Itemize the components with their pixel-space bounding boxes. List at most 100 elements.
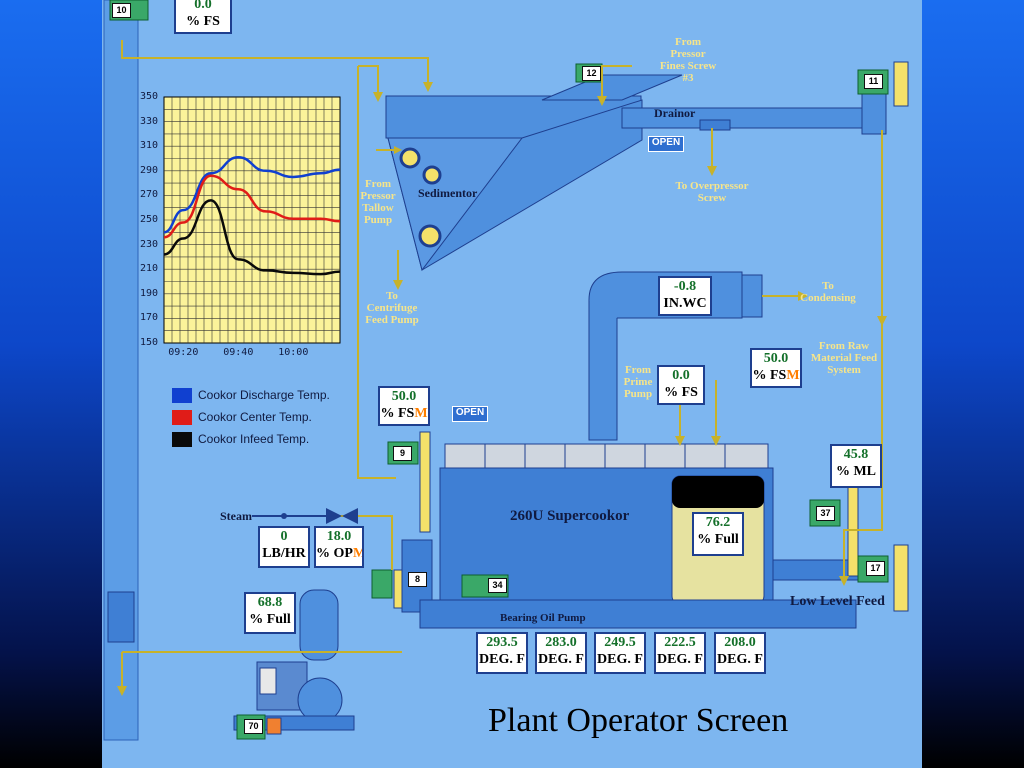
y-tick-label: 210 bbox=[140, 263, 159, 275]
top-fs-unit: % FS bbox=[186, 14, 220, 29]
temp-1-unit: DEG. F bbox=[479, 652, 525, 667]
chart-lines bbox=[163, 156, 341, 276]
temp-2-unit: DEG. F bbox=[538, 652, 584, 667]
raw-fs-unit-line: % FSM bbox=[752, 367, 800, 384]
legend-center: Cookor Center Temp. bbox=[172, 410, 312, 426]
steam-flow-value: 0 bbox=[280, 529, 288, 544]
temp-5-value: 208.0 bbox=[724, 635, 756, 650]
equipment-tag-12[interactable]: 12 bbox=[582, 66, 601, 81]
flow-arrows bbox=[117, 82, 887, 696]
pump-gauge bbox=[259, 667, 277, 695]
legend-swatch-blue bbox=[172, 388, 192, 404]
label-drainor: Drainor bbox=[654, 106, 696, 120]
label-sedimentor: Sedimentor bbox=[418, 186, 478, 200]
readout-tank-level[interactable]: 68.8 % Full bbox=[244, 592, 296, 634]
raw-fs-unit: % FS bbox=[752, 368, 787, 383]
inwc-unit: IN.WC bbox=[663, 296, 707, 311]
label-steam: Steam bbox=[220, 509, 252, 523]
steam-valve-right bbox=[342, 508, 358, 524]
temp-1-value: 293.5 bbox=[486, 635, 518, 650]
y-tick-label: 170 bbox=[140, 312, 159, 324]
raw-fs-value: 50.0 bbox=[763, 351, 789, 366]
readout-steam-flow[interactable]: 0 LB/HR bbox=[258, 526, 310, 568]
exhaust-end bbox=[741, 274, 763, 318]
temp-readout-4[interactable]: 222.5 DEG. F bbox=[654, 632, 706, 674]
legend-swatch-black bbox=[172, 432, 192, 448]
legend-swatch-red bbox=[172, 410, 192, 426]
temp-5-unit: DEG. F bbox=[717, 652, 763, 667]
process-diagram bbox=[103, 0, 909, 741]
drainor-open-button[interactable]: OPEN bbox=[648, 136, 684, 152]
label-from-prime-pump: From Prime Pump bbox=[623, 364, 653, 400]
temp-readout-3[interactable]: 249.5 DEG. F bbox=[594, 632, 646, 674]
series-line-3 bbox=[163, 199, 341, 276]
motor-plate-9 bbox=[419, 431, 431, 533]
screen-title: Plant Operator Screen bbox=[488, 702, 789, 739]
equipment-tag-10[interactable]: 10 bbox=[112, 3, 131, 18]
y-tick-label: 230 bbox=[140, 238, 159, 250]
legend-center-label: Cookor Center Temp. bbox=[198, 410, 312, 424]
equipment-tag-11[interactable]: 11 bbox=[864, 74, 883, 89]
y-tick-label: 270 bbox=[140, 189, 159, 201]
y-tick-label: 330 bbox=[140, 115, 159, 127]
steam-op-value: 18.0 bbox=[326, 529, 352, 544]
readout-cooker-level[interactable]: 76.2 % Full bbox=[692, 512, 744, 556]
readout-steam-op[interactable]: 18.0 % OPM bbox=[314, 526, 364, 568]
pump-impeller bbox=[297, 677, 343, 723]
cooker-level-unit: % Full bbox=[697, 532, 739, 547]
steam-op-unit-line: % OPM bbox=[316, 545, 362, 562]
series-line-1 bbox=[163, 156, 341, 234]
steam-flow-unit: LB/HR bbox=[262, 546, 306, 561]
readout-top-fs[interactable]: 0.0 % FS bbox=[174, 0, 232, 34]
readout-prime-fs[interactable]: 0.0 % FS bbox=[657, 365, 705, 405]
motor-plate-8 bbox=[393, 569, 403, 609]
coupling-70 bbox=[266, 717, 282, 735]
top-fs-value: 0.0 bbox=[194, 0, 212, 12]
series-line-2 bbox=[163, 174, 341, 239]
chart-grid bbox=[164, 97, 340, 343]
temp-readout-2[interactable]: 283.0 DEG. F bbox=[535, 632, 587, 674]
readout-ml[interactable]: 45.8 % ML bbox=[830, 444, 882, 488]
surge-tank bbox=[299, 589, 339, 661]
port-3 bbox=[418, 224, 442, 248]
equipment-tag-70[interactable]: 70 bbox=[244, 719, 263, 734]
y-tick-label: 350 bbox=[140, 91, 159, 102]
steam-op-mode: M bbox=[352, 546, 362, 561]
cooker-base bbox=[419, 599, 857, 629]
equipment-tag-37[interactable]: 37 bbox=[816, 506, 835, 521]
label-from-raw-material: From Raw Material Feed System bbox=[810, 340, 878, 376]
steam-op-unit: % OP bbox=[316, 546, 353, 561]
equipment-tag-9[interactable]: 9 bbox=[393, 446, 412, 461]
readout-press-fs[interactable]: 50.0 % FSM bbox=[378, 386, 430, 426]
label-low-level-feed: Low Level Feed bbox=[790, 594, 885, 609]
ml-unit: % ML bbox=[835, 464, 877, 479]
legend-infeed-label: Cookor Infeed Temp. bbox=[198, 432, 310, 446]
x-tick-label: 09:20 bbox=[168, 347, 199, 358]
drainor-elbow bbox=[861, 87, 887, 135]
y-tick-label: 290 bbox=[140, 164, 159, 176]
press-fs-mode: M bbox=[414, 406, 428, 421]
port-1 bbox=[399, 147, 421, 169]
drainor-valve bbox=[699, 119, 731, 131]
inwc-value: -0.8 bbox=[673, 279, 697, 294]
readout-inwc[interactable]: -0.8 IN.WC bbox=[658, 276, 712, 316]
y-tick-label: 250 bbox=[140, 214, 159, 225]
temp-readout-5[interactable]: 208.0 DEG. F bbox=[714, 632, 766, 674]
cooker-level-value: 76.2 bbox=[705, 515, 731, 530]
temp-3-value: 249.5 bbox=[604, 635, 636, 650]
press-fs-unit-line: % FSM bbox=[380, 405, 428, 422]
temp-readout-1[interactable]: 293.5 DEG. F bbox=[476, 632, 528, 674]
y-tick-label: 190 bbox=[140, 287, 159, 299]
exhaust-riser bbox=[588, 299, 618, 441]
motor-8 bbox=[371, 569, 393, 599]
equipment-tag-8[interactable]: 8 bbox=[408, 572, 427, 587]
label-supercooker: 260U Supercookor bbox=[510, 508, 630, 524]
equipment-tag-34[interactable]: 34 bbox=[488, 578, 507, 593]
y-tick-label: 150 bbox=[140, 337, 159, 348]
equipment-tag-17[interactable]: 17 bbox=[866, 561, 885, 576]
supercooker-open-button[interactable]: OPEN bbox=[452, 406, 488, 422]
temp-4-value: 222.5 bbox=[664, 635, 696, 650]
temp-4-unit: DEG. F bbox=[657, 652, 703, 667]
readout-raw-fs[interactable]: 50.0 % FSM bbox=[750, 348, 802, 388]
